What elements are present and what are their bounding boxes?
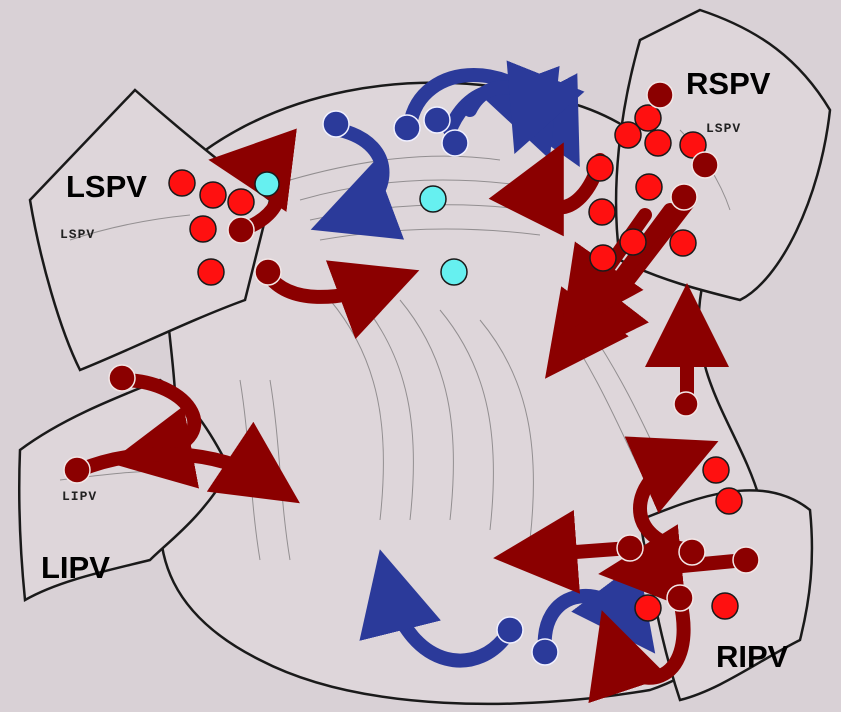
red-dot [198,259,224,285]
navy-dot [394,115,420,141]
sketch-mark-lspv: LSPV [60,227,95,242]
navy-dot [323,111,349,137]
red-dot [615,122,641,148]
red-dot [620,229,646,255]
dark-red-dot [617,535,643,561]
cyan-dot [255,172,279,196]
red-dot [169,170,195,196]
red-dot [635,595,661,621]
dark-red-dot [228,217,254,243]
red-dot [589,199,615,225]
red-dot [636,174,662,200]
red-dot [590,245,616,271]
red-dot [670,230,696,256]
label-rspv: RSPV [686,66,771,101]
sketch-mark-lipv: LIPV [62,489,97,504]
dark-red-dot [255,259,281,285]
dark-red-dot [667,585,693,611]
red-dot [228,189,254,215]
red-dot [703,457,729,483]
red-dot [716,488,742,514]
dark-red-dot [733,547,759,573]
label-lspv: LSPV [66,169,147,204]
red-dot [190,216,216,242]
label-ripv: RIPV [716,639,789,674]
navy-dot [424,107,450,133]
dark-red-arrow-ripv-left [535,548,630,555]
navy-dot [497,617,523,643]
dark-red-dot [647,82,673,108]
sketch-mark-rspv: LSPV [706,121,741,136]
dark-red-dot [109,365,135,391]
red-dot [712,593,738,619]
dark-red-dot [674,392,698,416]
navy-dot [442,130,468,156]
red-dot [587,155,613,181]
dark-red-dot [679,539,705,565]
cyan-dot [420,186,446,212]
dark-red-dot [692,152,718,178]
dark-red-dot [64,457,90,483]
cyan-dot [441,259,467,285]
navy-dot [532,639,558,665]
label-lipv: LIPV [41,550,110,585]
red-dot [645,130,671,156]
dark-red-dot [671,184,697,210]
red-dot [200,182,226,208]
